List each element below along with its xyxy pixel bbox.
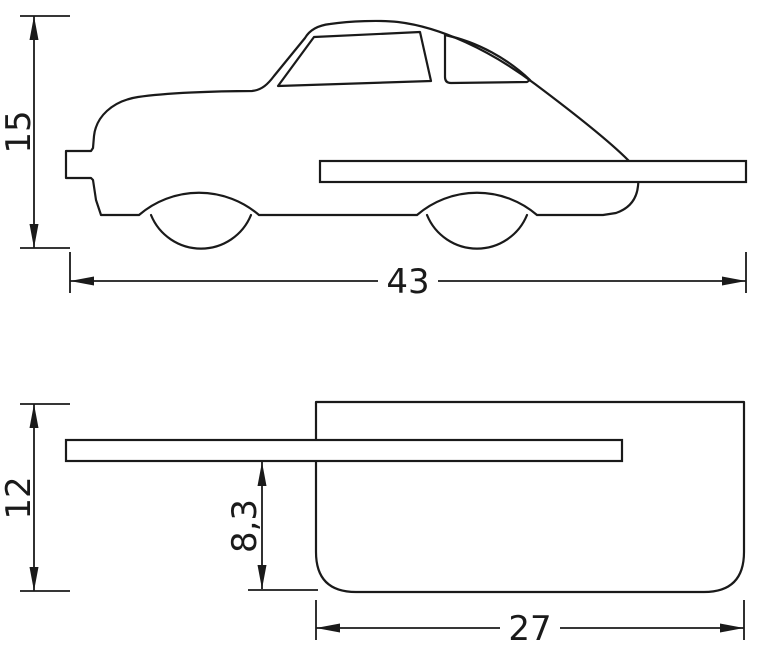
height-dimension: 15 — [0, 15, 70, 249]
depth-dimension-label: 12 — [0, 476, 39, 519]
arrowhead-up — [29, 16, 39, 40]
arrowhead-down — [29, 224, 39, 248]
arrowhead-up — [257, 462, 267, 486]
shelf-body-outline — [314, 400, 746, 594]
width-dimension-label: 43 — [386, 262, 429, 302]
arrowhead-down — [257, 565, 267, 589]
arrowhead-left — [316, 623, 340, 633]
depth-dimension: 12 — [0, 403, 70, 592]
shelf-plate — [64, 438, 624, 463]
shelf-drop-dimension-label: 8,3 — [225, 499, 265, 553]
front-view: 12 8,3 27 — [0, 400, 746, 649]
width-dimension: 43 — [69, 252, 747, 302]
side-view: 15 43 — [0, 15, 748, 302]
car-body-outline — [64, 19, 640, 217]
height-dimension-label: 15 — [0, 110, 39, 153]
arrowhead-up — [29, 404, 39, 428]
arrowhead-down — [29, 567, 39, 591]
body-width-dimension: 27 — [315, 600, 745, 649]
arrowhead-right — [720, 623, 744, 633]
arrowhead-left — [70, 276, 94, 286]
front-window — [276, 30, 433, 88]
shelf-drop-dimension: 8,3 — [225, 462, 318, 591]
shelf-side-view — [318, 159, 748, 184]
arrowhead-right — [722, 276, 746, 286]
body-width-dimension-label: 27 — [508, 609, 551, 649]
rear-wheel — [425, 213, 529, 250]
front-wheel — [149, 213, 253, 250]
rear-window — [443, 33, 532, 85]
